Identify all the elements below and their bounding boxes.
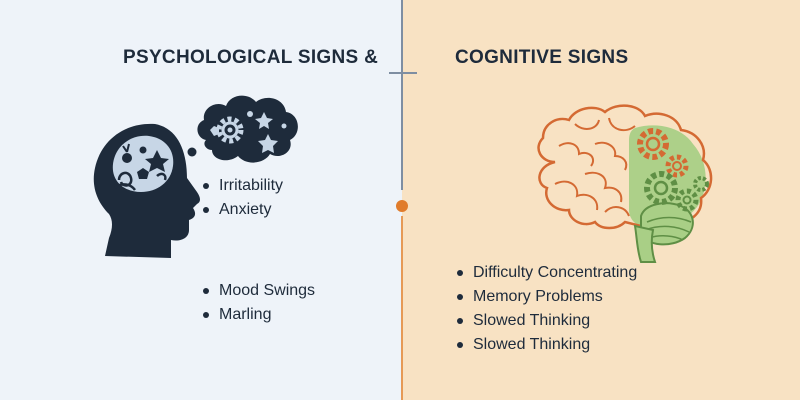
divider-tick (389, 72, 417, 74)
gear-icon (637, 128, 669, 160)
psychological-list-1: Irritability Anxiety (201, 174, 283, 222)
list-item: Mood Swings (201, 279, 315, 303)
list-item-label: Memory Problems (473, 288, 603, 305)
list-item-label: Slowed Thinking (473, 312, 591, 329)
psychological-heading: PSYCHOLOGICAL SIGNS & (123, 47, 379, 68)
list-item: Marling (201, 303, 315, 327)
bullet-icon (457, 294, 463, 300)
gear-icon (665, 154, 689, 178)
bullet-icon (203, 288, 209, 294)
list-item: Slowed Thinking (455, 309, 637, 333)
brain-icon (537, 104, 713, 263)
gear-icon (644, 171, 678, 205)
gear-icon (675, 188, 699, 212)
list-item: Difficulty Concentrating (455, 261, 637, 285)
list-item-label: Difficulty Concentrating (473, 264, 638, 281)
bullet-icon (457, 342, 463, 348)
psychological-list-2: Mood Swings Marling (201, 279, 315, 327)
thought-bubble-icon (179, 95, 298, 163)
list-item-label: Irritability (219, 177, 284, 194)
list-item: Irritability (201, 174, 283, 198)
list-item-label: Anxiety (219, 201, 272, 218)
list-item: Slowed Thinking (455, 333, 637, 357)
head-silhouette-icon (93, 123, 200, 258)
bullet-icon (203, 183, 209, 189)
divider-top-segment (401, 0, 403, 190)
cognitive-heading: COGNITIVE SIGNS (455, 47, 629, 68)
bullet-icon (457, 318, 463, 324)
divider-bottom-segment (401, 216, 403, 400)
list-item-label: Mood Swings (219, 282, 316, 299)
bullet-icon (203, 312, 209, 318)
cognitive-list: Difficulty Concentrating Memory Problems… (455, 261, 637, 357)
list-item-label: Slowed Thinking (473, 336, 591, 353)
psychological-panel (0, 0, 402, 400)
divider-dot (396, 200, 408, 212)
bullet-icon (203, 207, 209, 213)
gear-icon (216, 116, 244, 144)
list-item: Memory Problems (455, 285, 637, 309)
center-divider (401, 0, 403, 400)
bullet-icon (457, 270, 463, 276)
list-item: Anxiety (201, 198, 283, 222)
cognitive-panel (402, 0, 800, 400)
list-item-label: Marling (219, 306, 272, 323)
gear-icon (693, 176, 709, 192)
